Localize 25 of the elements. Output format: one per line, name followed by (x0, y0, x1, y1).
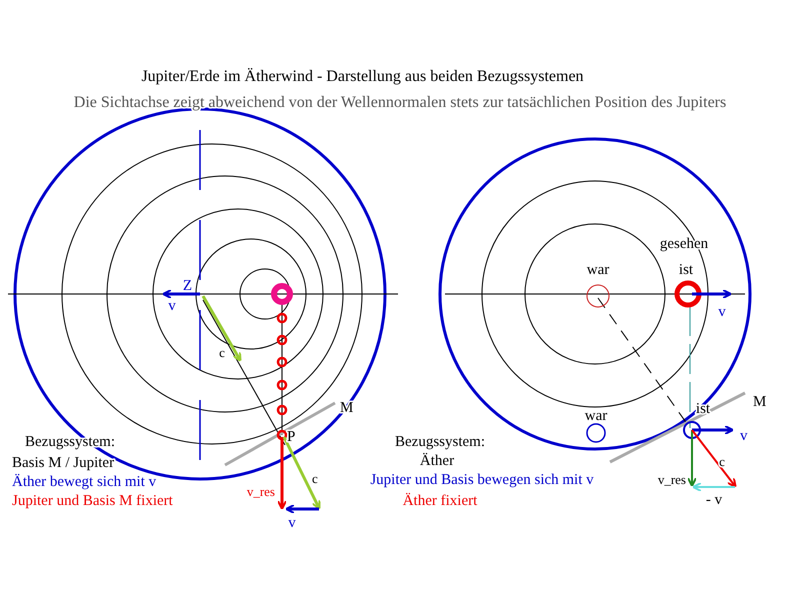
vector-label: v (288, 515, 296, 531)
diagram-title: Jupiter/Erde im Ätherwind - Darstellung aus beiden Bezugssystemen (140, 68, 585, 86)
motion-note: Jupiter und Basis bewegen sich mit v (370, 472, 594, 488)
fixed-note: Jupiter und Basis M fixiert (12, 493, 173, 509)
vector-label: v_res (246, 484, 275, 499)
vector-label: v_res (658, 472, 686, 487)
position-label: ist (678, 262, 694, 278)
point-label: M (753, 394, 766, 410)
motion-note: Äther bewegt sich mit v (12, 474, 156, 490)
vector-label: v (740, 428, 748, 444)
position-label: war (586, 262, 610, 278)
point-label: Z (182, 278, 192, 294)
vector-label: v (168, 298, 176, 314)
fixed-note: Äther fixiert (402, 493, 478, 509)
vector-label: c (219, 345, 225, 360)
point-label: P (287, 429, 296, 445)
vector-label: c (719, 454, 725, 469)
reference-system-label: Basis M / Jupiter (12, 455, 114, 471)
vector-label: c (312, 471, 318, 486)
subtitle: Die Sichtachse zeigt abweichend von der Wellennormalen stets zur tatsächlichen Position des Jupiters (74, 94, 726, 111)
position-label: war (584, 408, 608, 424)
reference-system-label: Äther (420, 453, 454, 469)
reference-system-label: Bezugssystem: (395, 434, 485, 450)
vector-label: v (718, 304, 726, 320)
vector-label: - v (706, 492, 722, 508)
